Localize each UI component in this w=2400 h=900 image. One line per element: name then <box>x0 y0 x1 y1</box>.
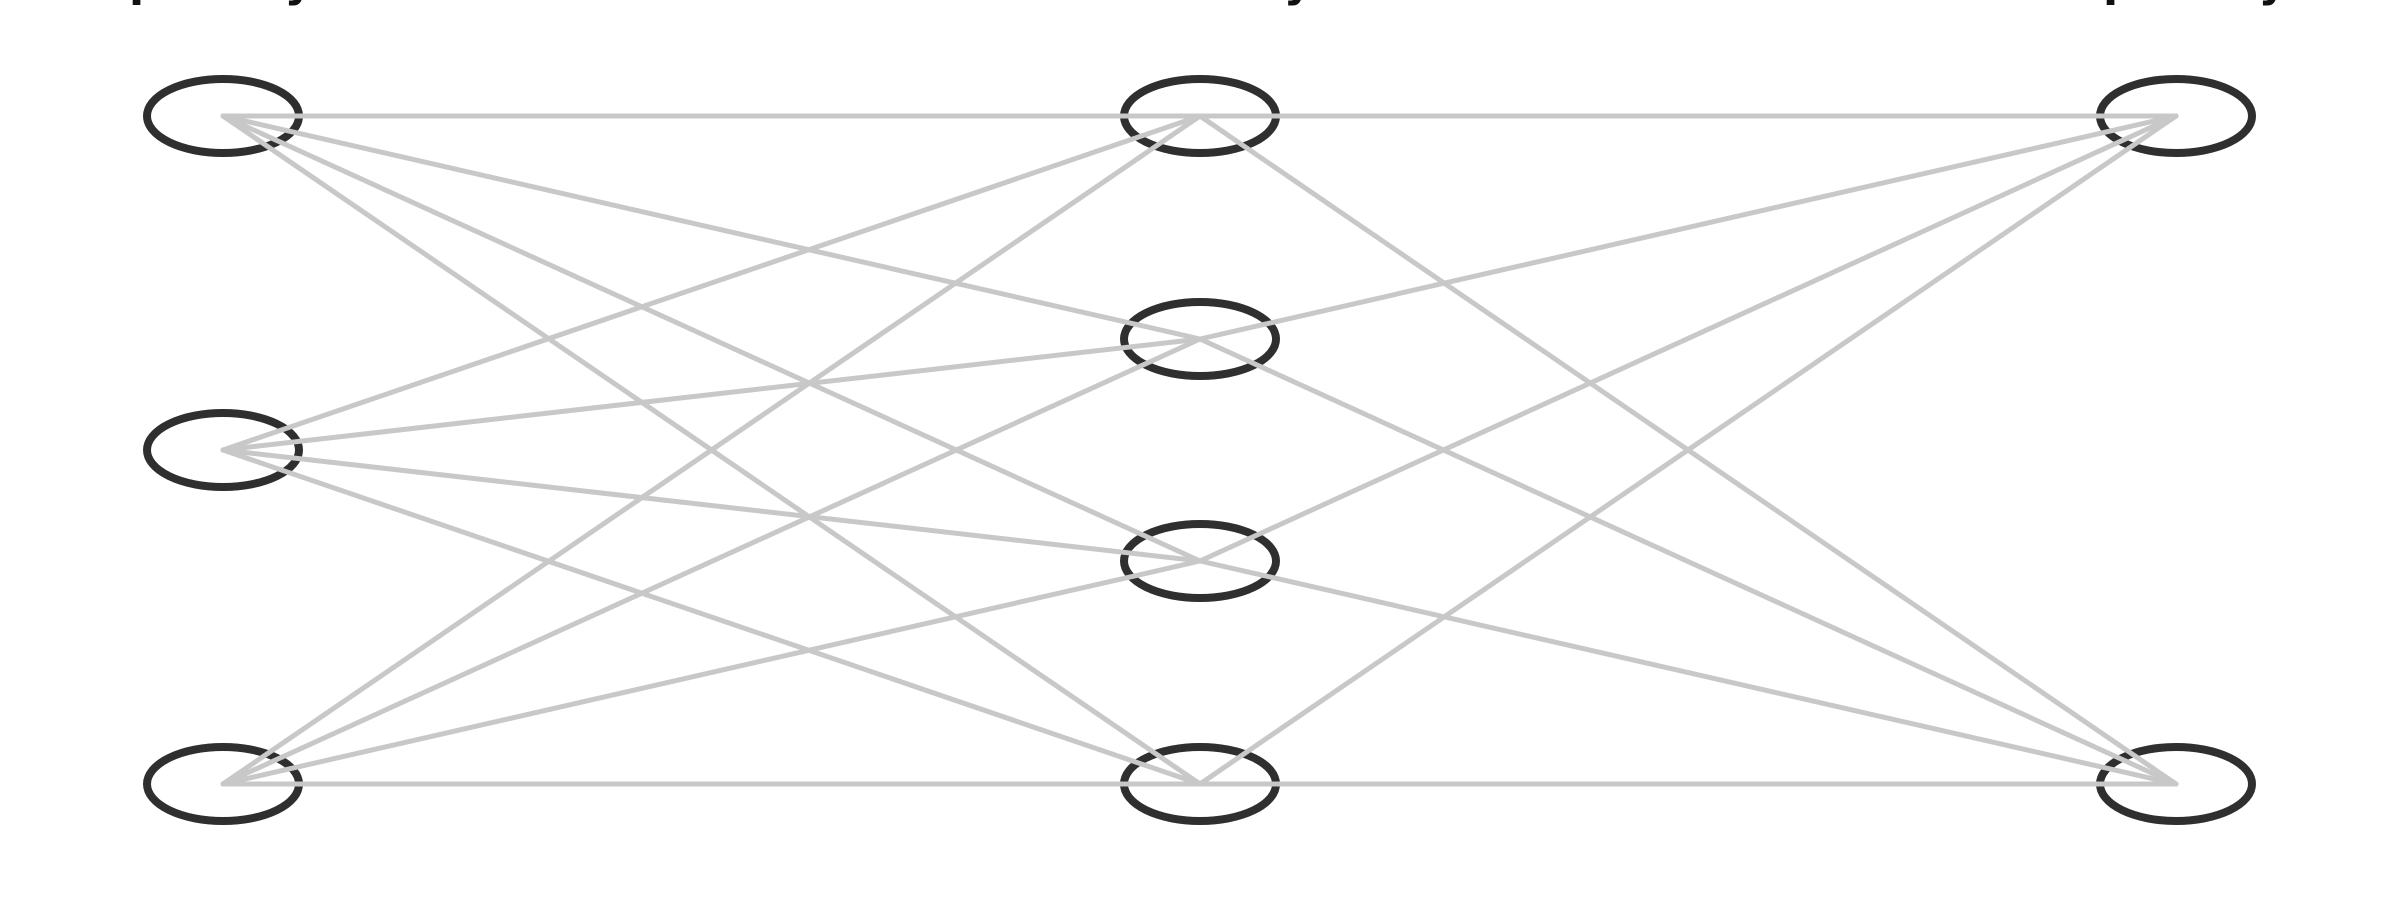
edge-h2-o1 <box>1197 113 2179 342</box>
edge-h3-o2 <box>1197 558 2179 787</box>
layer-label-output: Output Layer <box>2013 0 2339 7</box>
layer-label-input: Input Layer <box>81 0 365 7</box>
layer-label-hidden: Hidden Layer <box>1036 0 1364 7</box>
edge-h4-o1 <box>1197 113 2179 787</box>
edge-i3-h3 <box>220 558 1203 787</box>
edge-i3-h2 <box>220 336 1203 787</box>
edge-i2-h1 <box>220 113 1203 453</box>
edge-i2-h2 <box>220 336 1203 453</box>
edge-i3-h1 <box>220 113 1203 787</box>
edge-i2-h3 <box>220 447 1203 564</box>
edge-i1-h3 <box>220 113 1203 564</box>
edge-i2-h4 <box>220 447 1203 787</box>
edge-i1-h2 <box>220 113 1203 342</box>
edge-h3-o1 <box>1197 113 2179 564</box>
edge-h2-o2 <box>1197 336 2179 787</box>
